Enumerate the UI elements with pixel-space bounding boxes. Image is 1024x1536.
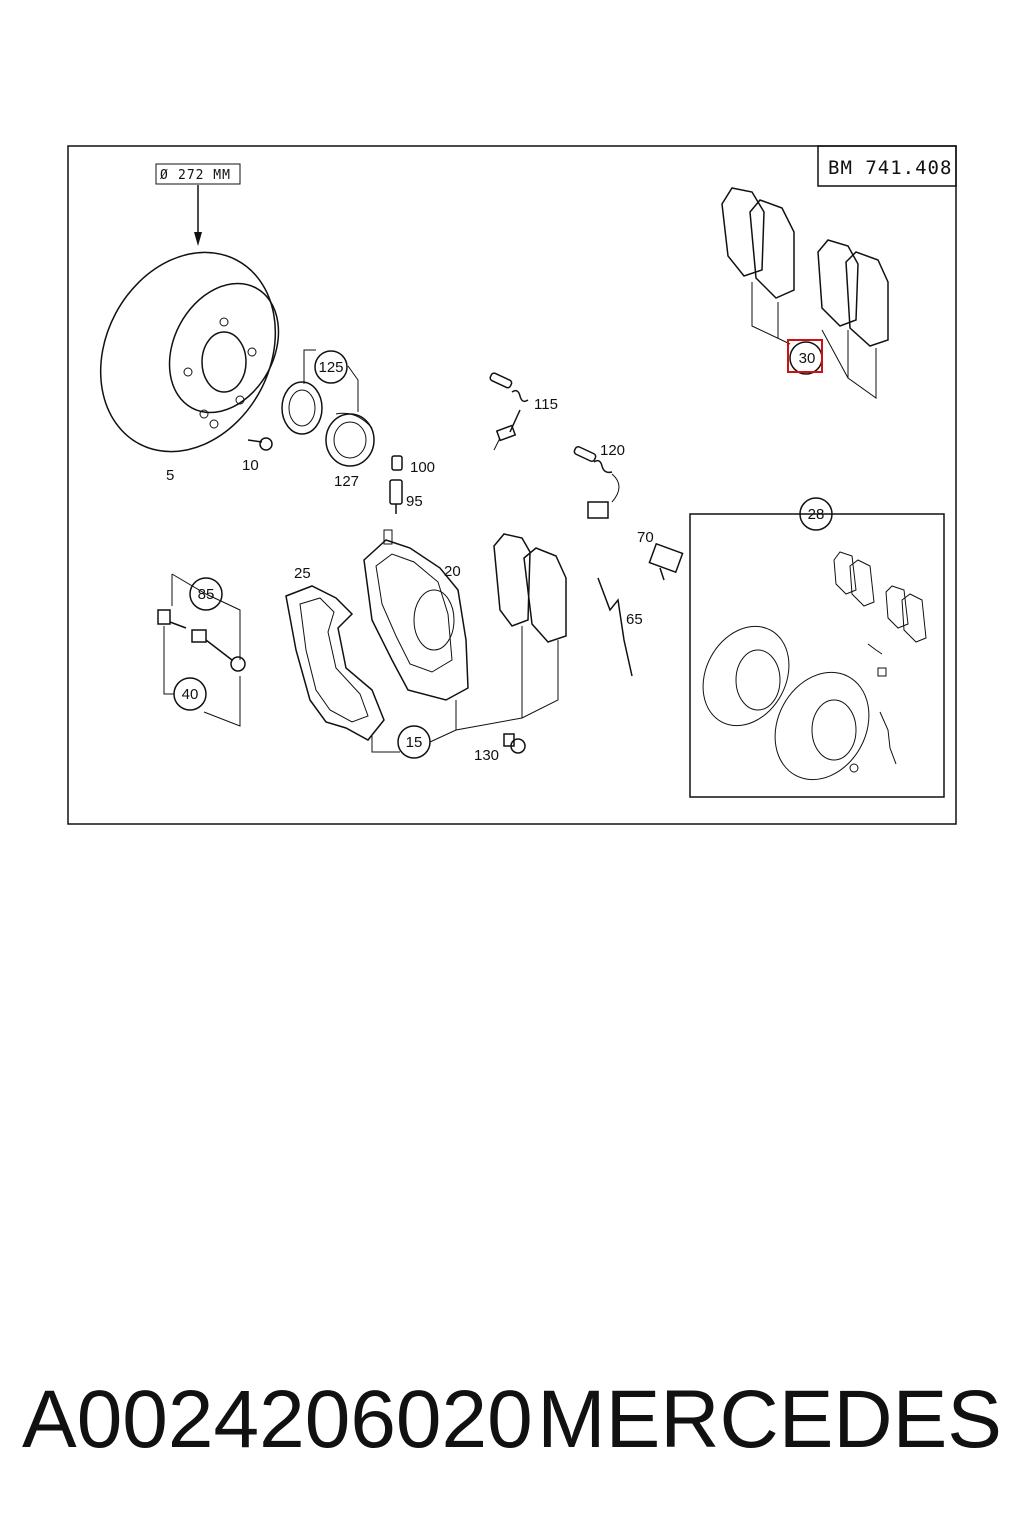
- inset-brake-discs: [702, 625, 870, 781]
- bolt-130: [503, 733, 526, 754]
- inset-box: [689, 513, 945, 798]
- label-95: 95: [406, 493, 423, 510]
- callout-15-label: 15: [406, 734, 423, 751]
- callout-28: [799, 497, 833, 531]
- label-115: 115: [534, 396, 558, 413]
- diameter-box: [155, 163, 241, 185]
- label-70: 70: [637, 529, 654, 546]
- callout-125: [314, 350, 348, 384]
- label-65: 65: [626, 611, 643, 628]
- label-130: 130: [474, 747, 499, 764]
- callout-30-label: 30: [799, 350, 816, 367]
- guide-pin: [191, 629, 246, 672]
- seal-ring: [281, 381, 323, 435]
- inset-brake-pads: [833, 551, 927, 643]
- label-20: 20: [444, 563, 461, 580]
- guide-pin-bolt: [157, 609, 187, 629]
- footer: A0024206020 MERCEDES: [0, 1370, 1024, 1470]
- part-number: A0024206020: [22, 1374, 533, 1465]
- callout-85: [189, 577, 223, 611]
- callout-28-label: 28: [808, 506, 825, 523]
- bolt-10: [247, 437, 273, 451]
- caliper-housing: [363, 529, 469, 701]
- reference-box: [817, 145, 957, 187]
- brand-name: MERCEDES: [537, 1374, 1002, 1465]
- label-120: 120: [600, 442, 625, 459]
- diameter-arrow-head: [194, 232, 202, 246]
- highlight-box: [787, 339, 823, 373]
- wear-sensor-120: [573, 445, 620, 519]
- callout-125-label: 125: [318, 359, 343, 376]
- callout-40-label: 40: [182, 686, 199, 703]
- dust-boot: [325, 412, 375, 467]
- brake-pad-set: [721, 187, 889, 347]
- label-10: 10: [242, 457, 259, 474]
- label-100: 100: [410, 459, 435, 476]
- brake-pads-center: [493, 533, 567, 643]
- spring-65: [597, 577, 633, 677]
- caliper-bracket: [285, 585, 385, 741]
- diameter-symbol: Ø: [160, 168, 169, 183]
- diameter-label: 272 MM: [178, 168, 231, 183]
- bleeder-95: [389, 479, 403, 514]
- label-5: 5: [166, 467, 174, 484]
- inset-small-parts: [849, 643, 897, 773]
- callout-40: [173, 677, 207, 711]
- wear-sensor-115: [489, 372, 529, 451]
- label-25: 25: [294, 565, 311, 582]
- brake-parts-diagram: BM 741.408 Ø 272 MM 5 10 125 127: [67, 145, 957, 825]
- callout-85-label: 85: [198, 586, 215, 603]
- cap-100: [391, 455, 403, 471]
- label-127: 127: [334, 473, 359, 490]
- brake-disc: [99, 251, 280, 453]
- clip-70: [648, 542, 684, 581]
- callout-15: [397, 725, 431, 759]
- reference-label: BM 741.408: [828, 157, 952, 179]
- diagram-frame: [67, 145, 957, 825]
